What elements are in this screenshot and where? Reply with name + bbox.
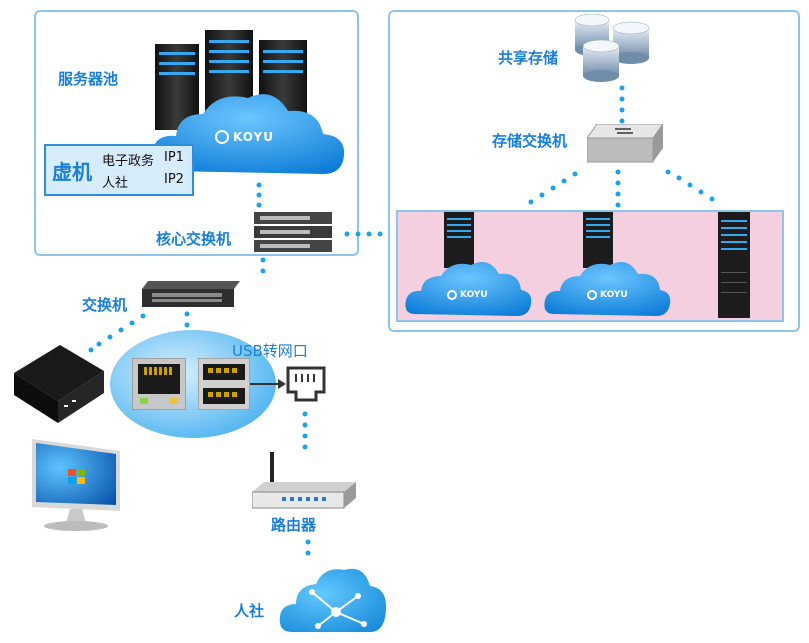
link-dots-storage bbox=[618, 84, 626, 124]
usb-to-lan-label: USB转网口 bbox=[232, 342, 308, 360]
koyu-mark-icon bbox=[447, 290, 457, 300]
cloud-icon bbox=[148, 86, 348, 181]
koyu-mark-icon bbox=[215, 130, 229, 144]
link-dots-storage-switch-right bbox=[664, 168, 724, 208]
koyu-logo: KOYU bbox=[215, 130, 274, 144]
vm-box: 虚机 电子政务 IP1 人社 IP2 bbox=[44, 144, 194, 196]
arrow-icon bbox=[250, 378, 286, 390]
link-dots-storage-switch-mid bbox=[614, 168, 622, 208]
vm-title: 虚机 bbox=[52, 160, 92, 184]
link-dots-storage-switch-left bbox=[520, 170, 580, 206]
switch-icon bbox=[142, 281, 240, 309]
storage-switch-icon bbox=[587, 124, 663, 164]
storage-switch-label: 存储交换机 bbox=[492, 132, 568, 150]
koyu-brand-text: KOYU bbox=[233, 130, 274, 144]
server-tower-icon bbox=[444, 212, 474, 268]
network-cloud-icon bbox=[278, 560, 388, 636]
core-switch-label: 核心交换机 bbox=[156, 230, 232, 248]
koyu-logo: KOYU bbox=[587, 290, 628, 300]
desktop-monitor-icon bbox=[30, 437, 130, 533]
vm-line2-name: 人社 bbox=[102, 176, 129, 191]
storage-disk-icon bbox=[573, 14, 653, 86]
vm-line1-ip: IP1 bbox=[164, 150, 184, 165]
switch-label: 交换机 bbox=[82, 296, 128, 314]
link-dots-router-cloud bbox=[304, 538, 312, 564]
cloud-icon bbox=[403, 256, 533, 318]
koyu-logo: KOYU bbox=[447, 290, 488, 300]
switch-icon bbox=[254, 212, 332, 252]
koyu-brand-text: KOYU bbox=[460, 290, 488, 300]
link-dots-core-switch bbox=[259, 256, 267, 276]
link-dots-switch-pc bbox=[88, 312, 148, 354]
lan-port-icon bbox=[284, 364, 328, 404]
vm-line1-name: 电子政务 bbox=[102, 154, 155, 169]
router-icon bbox=[252, 452, 356, 512]
shared-storage-label: 共享存储 bbox=[498, 49, 559, 67]
koyu-mark-icon bbox=[587, 290, 597, 300]
server-tower-icon bbox=[718, 212, 750, 318]
mini-pc-icon bbox=[14, 345, 104, 425]
social-network-label: 人社 bbox=[234, 602, 265, 620]
cloud-icon bbox=[542, 256, 672, 318]
server-tower-icon bbox=[583, 212, 613, 268]
router-label: 路由器 bbox=[271, 516, 317, 534]
vm-line2-ip: IP2 bbox=[164, 172, 184, 187]
usb-port-icon bbox=[198, 358, 250, 410]
koyu-brand-text: KOYU bbox=[600, 290, 628, 300]
link-dots-pool-core bbox=[256, 182, 262, 210]
ethernet-port-icon bbox=[132, 358, 186, 410]
link-dots-lan-router bbox=[301, 410, 309, 454]
server-pool-label: 服务器池 bbox=[58, 70, 119, 88]
